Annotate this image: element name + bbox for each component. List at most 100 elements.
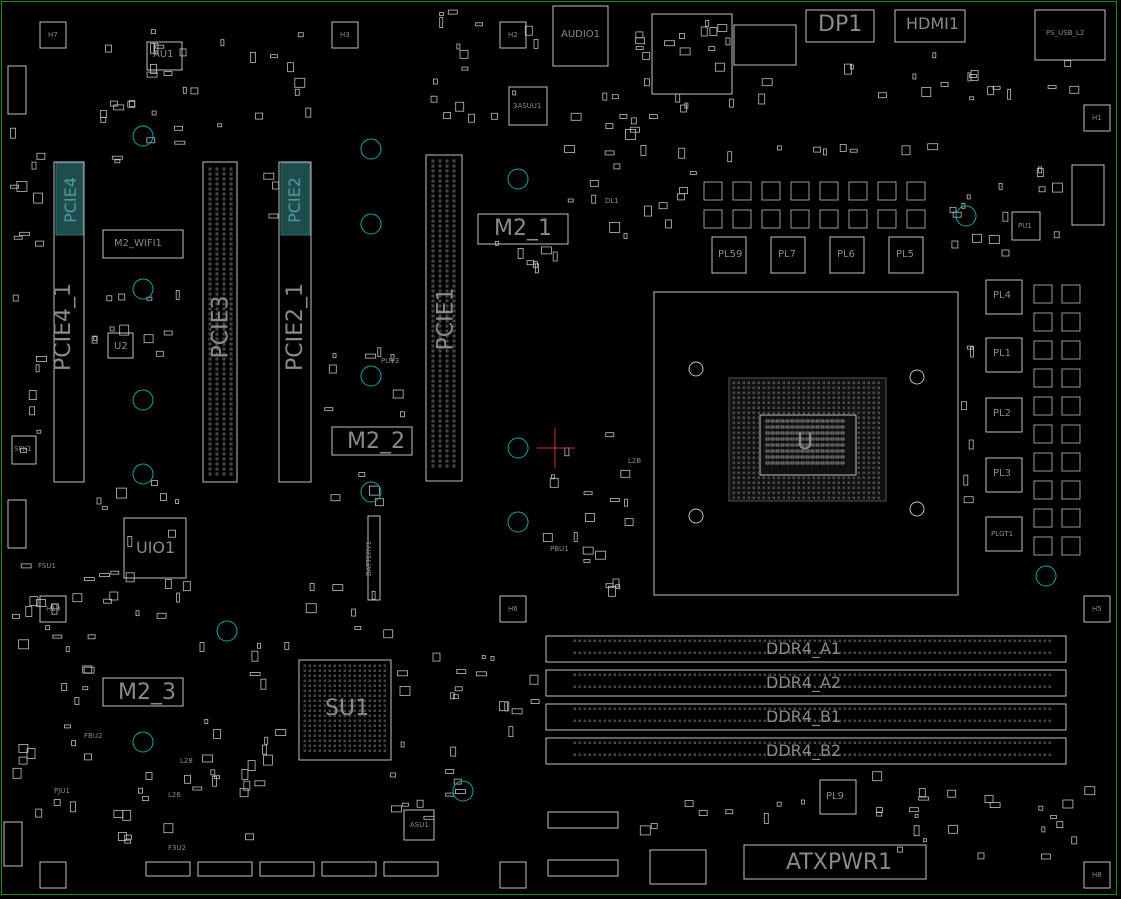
pcie1-pin xyxy=(445,379,449,383)
dimm-pin xyxy=(648,719,651,722)
ddr4-a2-slot xyxy=(545,669,1067,697)
cpu-ball xyxy=(827,401,830,404)
dimm-pin xyxy=(833,685,836,688)
cpu-ball xyxy=(742,476,745,479)
cpu-ball xyxy=(782,476,785,479)
pcie3-pin xyxy=(215,277,219,281)
su1-ball xyxy=(368,739,371,742)
dimm-pin xyxy=(1048,651,1051,654)
pcie1-pin xyxy=(431,294,435,298)
u2-label: U2 xyxy=(114,341,128,352)
pcie1-pin xyxy=(452,159,456,163)
dimm-pin xyxy=(578,685,581,688)
dimm-pin xyxy=(618,719,621,722)
cpu-ball xyxy=(872,381,875,384)
dimm-pin xyxy=(1028,707,1031,710)
pcie3-pin xyxy=(222,232,226,236)
pcie3-pin xyxy=(208,252,212,256)
cpu-ball xyxy=(792,391,795,394)
pcie3-pin xyxy=(229,427,233,431)
dimm-pin xyxy=(778,719,781,722)
dimm-pin xyxy=(758,685,761,688)
pcie3-pin xyxy=(229,227,233,231)
plgt1-choke xyxy=(985,516,1023,552)
su1-ball xyxy=(338,684,341,687)
lan-usb-connector xyxy=(651,13,733,95)
dimm-pin xyxy=(813,639,816,642)
su1-ball xyxy=(383,679,386,682)
cpu-ball xyxy=(807,386,810,389)
dimm-pin xyxy=(878,707,881,710)
pcie1-pin xyxy=(431,359,435,363)
pcie1-pin xyxy=(438,219,442,223)
dimm-pin xyxy=(913,639,916,642)
dimm-pin xyxy=(808,685,811,688)
cpu-ball xyxy=(757,476,760,479)
dimm-pin xyxy=(1008,639,1011,642)
su1-ball xyxy=(328,744,331,747)
cpu-ball xyxy=(747,386,750,389)
su1-ball xyxy=(328,664,331,667)
pcie3-pin xyxy=(229,357,233,361)
su1-ball xyxy=(343,699,346,702)
pcie3-pin xyxy=(215,467,219,471)
cpu-ball xyxy=(752,496,755,499)
pcie3-pin xyxy=(222,292,226,296)
cpu-center-ball xyxy=(790,419,795,423)
cpu-ball xyxy=(777,401,780,404)
pcie4-1-slot xyxy=(53,161,85,483)
dimm-pin xyxy=(908,651,911,654)
pcie3-pin xyxy=(222,357,226,361)
h1-label: H1 xyxy=(1092,114,1102,122)
su1-ball xyxy=(363,719,366,722)
dimm-pin xyxy=(688,753,691,756)
dimm-pin xyxy=(978,639,981,642)
pcie1-pin xyxy=(452,244,456,248)
cpu-ball xyxy=(862,491,865,494)
cpu-ball xyxy=(777,396,780,399)
pcie1-pin xyxy=(452,299,456,303)
dimm-pin xyxy=(863,719,866,722)
cpu-ball xyxy=(817,381,820,384)
bottom-header-2 xyxy=(197,861,253,877)
pcie3-pin xyxy=(215,202,219,206)
dimm-pin xyxy=(998,685,1001,688)
pcie1-pin xyxy=(445,439,449,443)
cpu-ball xyxy=(732,446,735,449)
cpu-ball xyxy=(857,391,860,394)
cpu-ball xyxy=(857,406,860,409)
pcie1-pin xyxy=(431,344,435,348)
su1-ball xyxy=(303,664,306,667)
pcie1-pin xyxy=(431,399,435,403)
cpu-ball xyxy=(802,481,805,484)
dimm-pin xyxy=(983,651,986,654)
dimm-pin xyxy=(993,685,996,688)
dimm-pin xyxy=(743,639,746,642)
pcie1-pin xyxy=(445,289,449,293)
dimm-pin xyxy=(823,707,826,710)
dimm-pin xyxy=(613,741,616,744)
cpu-ball xyxy=(742,421,745,424)
su1-ball xyxy=(328,734,331,737)
m2-2-label: M2_2 xyxy=(347,429,405,454)
pcie1-pin xyxy=(438,394,442,398)
cpu-ball xyxy=(852,386,855,389)
su1-ball xyxy=(383,674,386,677)
cpu-ball xyxy=(737,496,740,499)
su1-ball xyxy=(318,684,321,687)
su1-ball xyxy=(363,734,366,737)
dimm-pin xyxy=(783,639,786,642)
su1-ball xyxy=(338,734,341,737)
pcie1-pin xyxy=(438,349,442,353)
pcie3-pin xyxy=(215,217,219,221)
cpu-ball xyxy=(847,491,850,494)
cpu-ball xyxy=(757,381,760,384)
su1-ball xyxy=(358,714,361,717)
cpu-ball xyxy=(787,396,790,399)
su1-ball xyxy=(353,684,356,687)
dimm-pin xyxy=(593,719,596,722)
dimm-pin xyxy=(583,707,586,710)
cpu-ball xyxy=(847,386,850,389)
cpu-center-ball xyxy=(835,431,840,435)
su1-ball xyxy=(313,729,316,732)
